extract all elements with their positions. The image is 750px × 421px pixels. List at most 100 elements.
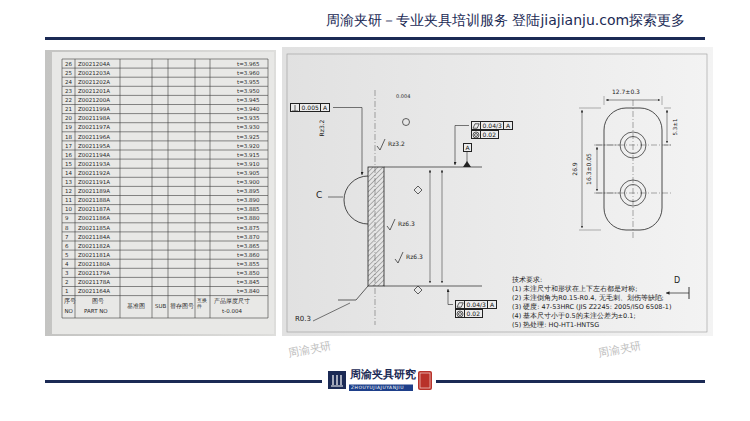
hole <box>620 180 646 206</box>
table-cell: 19 <box>65 124 72 130</box>
table-cell: 1 <box>65 288 69 294</box>
datum-triangle <box>463 161 471 167</box>
table-cell: Z0021195A <box>78 143 110 149</box>
tech-note: (4) 基本尺寸小于0.5的未注公差为±0.1; <box>512 313 636 320</box>
table-header: 替存图号 <box>170 303 194 309</box>
table-cell: 18 <box>65 134 72 140</box>
dimension-line <box>430 170 431 283</box>
table-cell: Z0021180A <box>78 261 110 267</box>
tech-note: 技术要求: <box>512 277 542 284</box>
frame-value: 0.04/3 <box>480 122 503 129</box>
extension-lines <box>579 96 671 230</box>
frame-value: A <box>503 122 511 129</box>
table-cell: Z0021164A <box>78 288 110 294</box>
frame-value: A <box>320 104 328 111</box>
table-header: 图号 <box>92 298 104 304</box>
part-outline <box>338 167 482 300</box>
table-header: t-0.004 <box>222 308 242 314</box>
table-cell: t=3.935 <box>237 115 260 121</box>
surface-roughness: Rz6.3 <box>398 221 415 228</box>
table-cell: 9 <box>65 215 69 221</box>
tolerance-symbol <box>457 311 463 317</box>
table-cell: t=3.870 <box>237 234 260 240</box>
table-cell: 17 <box>65 143 72 149</box>
surface-roughness: Rz3.2 <box>319 120 326 137</box>
tolerance-symbol <box>457 302 463 306</box>
table-cell: Z0021184A <box>78 234 110 240</box>
table-cell: t=3.925 <box>237 134 260 140</box>
table-cell: Z0021204A <box>78 61 110 67</box>
table-cell: 24 <box>65 79 72 85</box>
logo-stamp <box>418 371 432 390</box>
dimension-line <box>597 147 598 191</box>
table-cell: t=3.915 <box>237 152 260 158</box>
table-cell: 12 <box>65 188 72 194</box>
table-cell: Z0021199A <box>78 106 110 112</box>
table-cell: t=3.900 <box>237 179 260 185</box>
table-cell: t=3.875 <box>237 225 260 231</box>
table-cell: Z0021193A <box>78 161 110 167</box>
dimension: 26.9 <box>572 162 579 175</box>
logo-ground <box>322 366 436 396</box>
table-cell: 25 <box>65 70 72 76</box>
table-cell: t=3.905 <box>237 170 260 176</box>
table-cell: t=3.855 <box>237 261 260 267</box>
logo-icon-detail <box>331 375 343 386</box>
leader-line <box>333 108 362 176</box>
table-cell: 22 <box>65 97 72 103</box>
tech-note: (5) 热处理: HQ-HT1-HNTSG <box>512 322 599 329</box>
page-title: 周渝夹研－专业夹具培训服务 登陆jiajianju.com探索更多 <box>326 13 685 28</box>
table-cell: Z0021182A <box>78 243 110 249</box>
watermark: 周渝夹研 <box>287 340 333 361</box>
table-cell: 8 <box>65 225 69 231</box>
table-cell: 2 <box>65 279 69 285</box>
table-cell: t=3.965 <box>237 61 260 67</box>
table-cell: t=3.845 <box>237 279 260 285</box>
symbol-cell <box>472 131 480 138</box>
table-cell: t=3.920 <box>237 143 260 149</box>
table-cell: t=3.945 <box>237 97 260 103</box>
symbol-cell <box>456 301 464 308</box>
table-cell: Z0021194A <box>78 152 110 158</box>
table-cell: t=3.850 <box>237 270 260 276</box>
tech-note: (2) 未注倒角为R0.15-R0.4, 无毛刺、划伤等缺陷; <box>512 295 664 302</box>
table-header: PART NO <box>84 308 108 314</box>
frame-value: A <box>464 144 471 151</box>
table-cell: 16 <box>65 152 72 158</box>
table-cell: Z0021181A <box>78 252 110 258</box>
drawing-border <box>287 54 707 332</box>
table-cell: Z0021192A <box>78 170 110 176</box>
table-header: 基准图 <box>127 303 145 309</box>
feature-control-frame: 0.04/3A <box>455 300 497 309</box>
center-lines <box>375 90 672 325</box>
symbol-graphic <box>472 131 480 139</box>
feature-control-frame: 0.04/3A <box>471 121 513 130</box>
table-sheet <box>52 52 274 334</box>
table-cell: 7 <box>65 234 69 240</box>
frame-value: A <box>487 301 495 308</box>
table-cell: 11 <box>65 197 72 203</box>
table-cell: Z0021188A <box>78 197 110 203</box>
table-cell: Z0021200A <box>78 97 110 103</box>
header-rule <box>45 37 705 40</box>
table-header: 互换件 <box>197 298 209 309</box>
table-grid <box>62 59 268 318</box>
hole <box>625 185 642 202</box>
ball-outline <box>344 176 368 224</box>
logo-text: 周渝夹具研究 <box>350 369 416 381</box>
table-cell: t=3.880 <box>237 215 260 221</box>
table-cell: t=3.895 <box>237 188 260 194</box>
table-cell: Z0021201A <box>78 88 110 94</box>
table-cell: t=3.940 <box>237 106 260 112</box>
symbol-graphic <box>472 122 480 130</box>
tolerance-symbol <box>473 123 479 127</box>
table-cell: t=3.860 <box>237 252 260 258</box>
table-cell: 10 <box>65 206 72 212</box>
dimension: 16.3±0.05 <box>586 153 593 185</box>
table-header: 序号 <box>64 298 76 304</box>
table-cell: 13 <box>65 179 72 185</box>
table-cell: 14 <box>65 170 72 176</box>
logo-icon <box>328 371 346 389</box>
table-header: SUB <box>155 303 166 309</box>
